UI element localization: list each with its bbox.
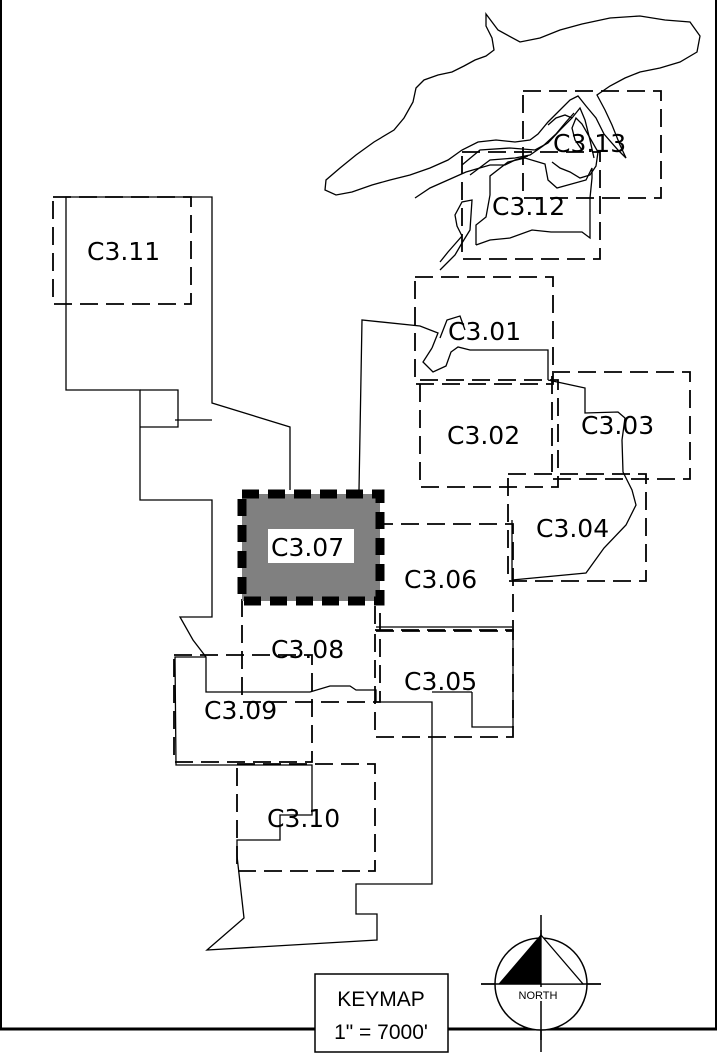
- sheet-label-c3-06: C3.06: [404, 565, 477, 594]
- sheet-box-c3-09[interactable]: [173, 654, 313, 763]
- sheet-box-c3-11[interactable]: [52, 196, 192, 305]
- project-boundary: [65, 106, 637, 951]
- sheet-box-c3-12[interactable]: [461, 151, 601, 260]
- sheet-label-c3-02: C3.02: [447, 421, 520, 450]
- sheet-label-c3-07: C3.07: [271, 533, 344, 562]
- sheet-box-c3-01[interactable]: [414, 276, 554, 385]
- sheet-label-c3-04: C3.04: [536, 514, 609, 543]
- sheet-label-c3-08: C3.08: [271, 635, 344, 664]
- sheet-box-c3-02[interactable]: [419, 379, 559, 488]
- sheet-box-c3-03[interactable]: [551, 371, 691, 480]
- sheet-label-c3-01: C3.01: [448, 317, 521, 346]
- sheet-box-c3-04[interactable]: [507, 473, 647, 582]
- sheet-label-c3-05: C3.05: [404, 667, 477, 696]
- keymap-title: KEYMAP: [337, 988, 425, 1011]
- sheet-box-c3-06[interactable]: [374, 523, 514, 632]
- sheet-box-c3-13[interactable]: [522, 90, 662, 199]
- keymap-title-block: KEYMAP 1" = 7000': [314, 973, 449, 1053]
- sheet-label-c3-09: C3.09: [204, 696, 277, 725]
- lake-outline: [324, 12, 701, 199]
- sheet-labels: C3.11 C3.13 C3.12 C3.01 C3.02 C3.03 C3.0…: [87, 129, 654, 833]
- north-arrow-icon: NORTH: [481, 915, 601, 1052]
- keymap-scale: 1" = 7000': [334, 1021, 428, 1044]
- sheet-label-c3-11: C3.11: [87, 237, 160, 266]
- sheet-box-c3-05[interactable]: [374, 629, 514, 738]
- sheet-label-c3-03: C3.03: [581, 411, 654, 440]
- sheet-box-c3-10[interactable]: [236, 763, 376, 872]
- current-sheet-c3-07[interactable]: [237, 489, 385, 606]
- sheet-label-c3-13: C3.13: [553, 129, 626, 158]
- north-label: NORTH: [519, 990, 558, 1002]
- sheet-label-c3-10: C3.10: [267, 804, 340, 833]
- sheet-boxes: [52, 90, 691, 872]
- sheet-label-c3-12: C3.12: [492, 192, 565, 221]
